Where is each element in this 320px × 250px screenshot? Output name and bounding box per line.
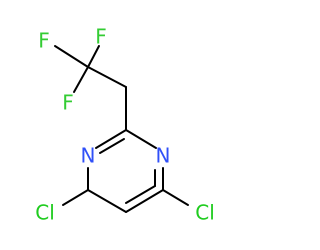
bond-c2-to-n-left-double bbox=[99, 138, 125, 154]
bond-c-left-to-c5 bbox=[87, 189, 127, 213]
fluorine-top-label: F bbox=[95, 25, 107, 49]
fluorine-left-label: F bbox=[38, 29, 50, 53]
bond-c-left-to-cl bbox=[62, 189, 89, 206]
bond-c2-to-n-right bbox=[125, 129, 157, 149]
atom-labels: F F F N N Cl Cl bbox=[35, 25, 215, 225]
bond-c-right-to-cl bbox=[162, 189, 189, 206]
nitrogen-right-label: N bbox=[156, 144, 171, 168]
fluorine-lower-label: F bbox=[62, 91, 74, 115]
bond-cf3-to-f-left bbox=[54, 45, 89, 68]
bond-cf3-to-ch2 bbox=[87, 66, 127, 88]
chlorine-right-label: Cl bbox=[195, 201, 215, 225]
nitrogen-left-label: N bbox=[81, 144, 96, 168]
bond-cf3-to-f-lower bbox=[73, 66, 89, 93]
molecule-structure: F F F N N Cl Cl bbox=[35, 25, 215, 225]
bond-c5-to-c-right-double bbox=[125, 185, 156, 204]
chlorine-left-label: Cl bbox=[35, 201, 55, 225]
bond-cf3-to-f-top bbox=[87, 45, 100, 68]
bond-c2-to-n-left bbox=[95, 129, 127, 149]
bond-c5-to-c-right bbox=[125, 189, 164, 213]
bonds bbox=[54, 45, 189, 213]
molecule-canvas: F F F N N Cl Cl bbox=[35, 24, 215, 225]
